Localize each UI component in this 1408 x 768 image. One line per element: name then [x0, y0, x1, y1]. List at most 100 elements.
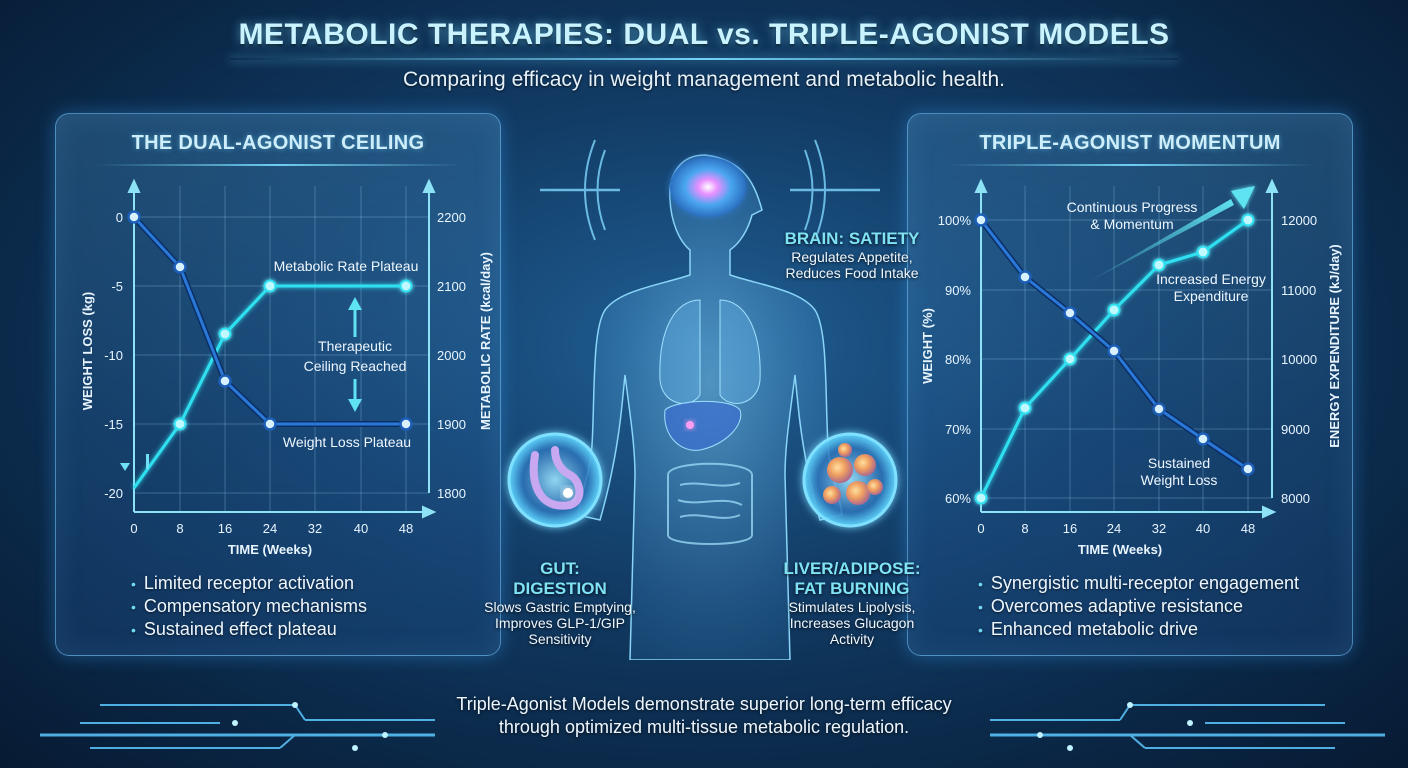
- bullet-item: Limited receptor activation: [131, 572, 367, 595]
- footer-line: Triple-Agonist Models demonstrate superi…: [456, 694, 952, 714]
- footer-line: through optimized multi-tissue metabolic…: [498, 717, 910, 737]
- svg-text:2100: 2100: [437, 279, 466, 294]
- brain-label-desc: Reduces Food Intake: [785, 265, 919, 281]
- triple-agonist-panel: TRIPLE-AGONIST MOMENTUM: [907, 113, 1353, 656]
- axes: [974, 178, 1279, 519]
- footer-summary: Triple-Agonist Models demonstrate superi…: [0, 693, 1408, 739]
- y-left-axis-title: WEIGHT (%): [920, 308, 935, 384]
- brain-label-heading: BRAIN: SATIETY: [784, 229, 920, 248]
- liver-label-desc: Increases Glucagon: [789, 615, 915, 631]
- bullet-item: Synergistic multi-receptor engagement: [978, 572, 1299, 595]
- svg-text:0: 0: [130, 521, 137, 536]
- liver-label-desc: Stimulates Lipolysis,: [788, 599, 916, 615]
- svg-text:0: 0: [116, 210, 123, 225]
- momentum-label-line1: Continuous Progress: [1067, 199, 1198, 215]
- lungs-icon: [659, 299, 761, 404]
- svg-text:0: 0: [977, 521, 984, 536]
- momentum-arrow-icon: [1081, 186, 1255, 286]
- y-left-ticks: 0 -5 -10 -15 -20: [104, 210, 123, 501]
- svg-text:16: 16: [1063, 521, 1077, 536]
- gut-label-desc: Slows Gastric Emptying,: [484, 599, 636, 615]
- ceiling-arrows: [348, 297, 362, 412]
- gut-digestion-label: GUT: DIGESTION Slows Gastric Emptying, I…: [475, 559, 645, 647]
- weight-loss-series: [127, 210, 413, 431]
- gut-label-desc: Sensitivity: [528, 631, 592, 647]
- svg-text:100%: 100%: [938, 213, 972, 228]
- brain-signal-waves-icon: [540, 139, 880, 241]
- svg-text:-5: -5: [111, 279, 123, 294]
- liver-label-heading: LIVER/ADIPOSE:: [783, 559, 921, 578]
- gut-orb-icon: [507, 432, 603, 528]
- grid-lines: [981, 186, 1272, 511]
- weight-label-line1: Sustained: [1148, 455, 1210, 471]
- y-left-axis-title: WEIGHT LOSS (kg): [80, 292, 95, 410]
- dual-agonist-bullets: Limited receptor activation Compensatory…: [131, 572, 367, 641]
- axes: [127, 178, 437, 519]
- svg-text:24: 24: [1107, 521, 1121, 536]
- y-right-ticks: 12000 11000 10000 9000 8000: [1281, 213, 1317, 506]
- svg-text:1900: 1900: [437, 417, 466, 432]
- circuit-right-decoration: [990, 702, 1385, 751]
- gut-label-desc: Improves GLP-1/GIP: [495, 615, 625, 631]
- y-left-ticks: 100% 90% 80% 70% 60%: [938, 213, 972, 506]
- energy-expenditure-series: [974, 213, 1255, 505]
- svg-text:8: 8: [176, 521, 183, 536]
- svg-text:80%: 80%: [945, 352, 971, 367]
- circuit-left-decoration: [40, 702, 435, 751]
- y-right-ticks: 2200 2100 2000 1900 1800: [437, 210, 466, 501]
- svg-text:10000: 10000: [1281, 352, 1317, 367]
- start-markers: [120, 454, 149, 471]
- intestines-icon: [667, 462, 753, 545]
- svg-text:48: 48: [399, 521, 413, 536]
- ceiling-label-line2: Ceiling Reached: [304, 358, 407, 374]
- svg-text:8: 8: [1021, 521, 1028, 536]
- svg-text:40: 40: [354, 521, 368, 536]
- svg-text:16: 16: [218, 521, 232, 536]
- y-right-axis-title: METABOLIC RATE (kcal/day): [478, 252, 493, 430]
- svg-text:48: 48: [1241, 521, 1255, 536]
- brain-satiety-label: BRAIN: SATIETY Regulates Appetite, Reduc…: [752, 229, 952, 281]
- brain-label-desc: Regulates Appetite,: [791, 249, 913, 265]
- triple-agonist-chart: 100% 90% 80% 70% 60% 12000 11000 10000 9…: [920, 178, 1342, 557]
- panel-title: TRIPLE-AGONIST MOMENTUM: [979, 132, 1281, 154]
- x-ticks: 0 8 16 24 32 40 48: [977, 521, 1255, 536]
- adipose-orb-icon: [802, 432, 898, 528]
- liver-adipose-label: LIVER/ADIPOSE: FAT BURNING Stimulates Li…: [762, 559, 942, 647]
- svg-text:32: 32: [308, 521, 322, 536]
- gut-label-heading: GUT:: [540, 559, 580, 578]
- svg-text:1800: 1800: [437, 486, 466, 501]
- svg-text:12000: 12000: [1281, 213, 1317, 228]
- panel-title: THE DUAL-AGONIST CEILING: [131, 132, 425, 154]
- page-subtitle: Comparing efficacy in weight management …: [403, 68, 1005, 91]
- svg-text:90%: 90%: [945, 283, 971, 298]
- metabolic-plateau-label: Metabolic Rate Plateau: [274, 258, 419, 274]
- bullet-item: Compensatory mechanisms: [131, 595, 367, 618]
- weight-percent-series: [974, 213, 1255, 476]
- x-axis-title: TIME (Weeks): [1078, 542, 1162, 557]
- svg-text:2200: 2200: [437, 210, 466, 225]
- triple-agonist-bullets: Synergistic multi-receptor engagement Ov…: [978, 572, 1299, 641]
- weight-label-line2: Weight Loss: [1141, 472, 1218, 488]
- title-divider: [230, 58, 1178, 60]
- svg-text:-15: -15: [104, 417, 123, 432]
- liver-label-desc: Activity: [829, 631, 875, 647]
- bullet-item: Sustained effect plateau: [131, 618, 367, 641]
- svg-text:70%: 70%: [945, 422, 971, 437]
- energy-label-line1: Increased Energy: [1156, 271, 1266, 287]
- svg-text:11000: 11000: [1281, 283, 1316, 298]
- svg-text:-10: -10: [104, 348, 123, 363]
- svg-text:9000: 9000: [1281, 422, 1310, 437]
- weight-plateau-label: Weight Loss Plateau: [283, 434, 411, 450]
- svg-text:2000: 2000: [437, 348, 466, 363]
- panel-divider: [948, 164, 1314, 166]
- svg-text:8000: 8000: [1281, 491, 1310, 506]
- y-right-axis-title: ENERGY EXPENDITURE (kJ/day): [1327, 244, 1342, 447]
- gut-label-heading: DIGESTION: [513, 579, 607, 598]
- energy-label-line2: Expenditure: [1174, 288, 1249, 304]
- bullet-item: Enhanced metabolic drive: [978, 618, 1299, 641]
- human-body-illustration: [507, 139, 898, 660]
- svg-text:24: 24: [263, 521, 277, 536]
- x-ticks: 0 8 16 24 32 40 48: [130, 521, 413, 536]
- metabolic-rate-series: [132, 279, 413, 489]
- panel-divider: [96, 164, 462, 166]
